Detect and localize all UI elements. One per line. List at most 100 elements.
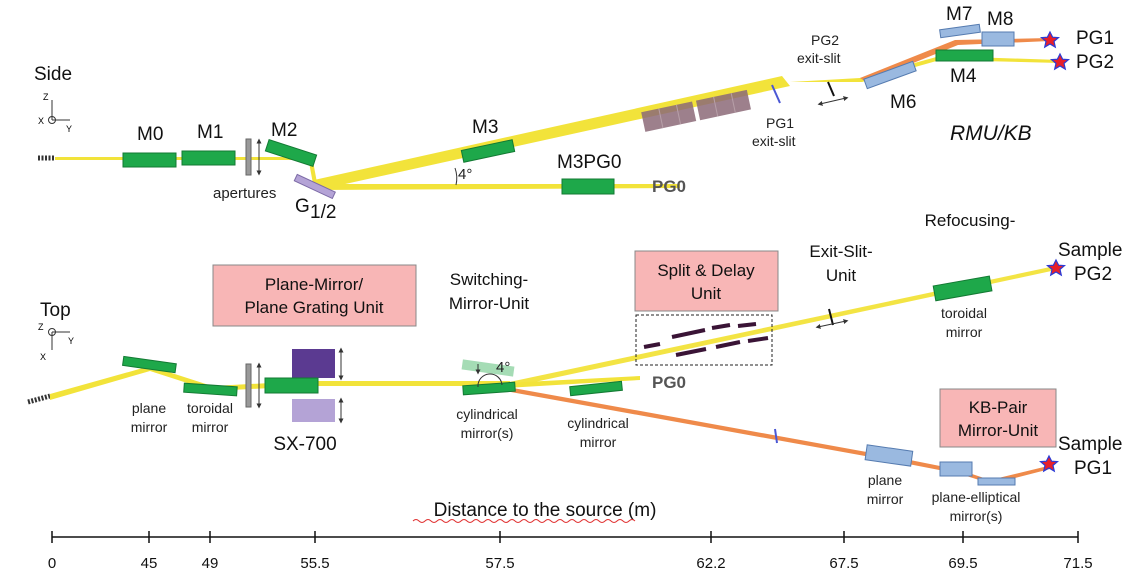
refocus-toroidal-label-1: toroidal — [941, 305, 987, 321]
pg1-exit-slit-label-1: PG1 — [766, 115, 794, 131]
angle-arc-side — [454, 167, 458, 186]
side-view-title: Side — [34, 64, 72, 85]
top-angle-label: 4° — [496, 359, 510, 376]
svg-text:Y: Y — [66, 124, 72, 134]
side-pg0-label: PG0 — [652, 177, 686, 196]
kb-plane-mirror-label-2: mirror — [867, 491, 904, 507]
kb-pair-label-1: KB-Pair — [969, 398, 1028, 417]
m8-mirror — [981, 31, 1015, 47]
refocus-toroidal-label-2: mirror — [946, 324, 983, 340]
top-plane-mirror — [121, 355, 177, 374]
side-pg1-label: PG1 — [1076, 28, 1114, 49]
m7-label: M7 — [946, 4, 972, 25]
top-beam-pg2 — [500, 266, 1056, 389]
spellcheck-underline — [412, 519, 636, 523]
axis-tick-label: 49 — [202, 555, 219, 572]
top-sample-pg1-star-icon — [1038, 454, 1060, 473]
m7-mirror — [939, 23, 981, 39]
cyl-mirrors-label-1: cylindrical — [456, 406, 517, 422]
sx700-grating-bottom — [292, 399, 335, 422]
top-cylindrical-mirror-b — [569, 380, 623, 397]
top-beam-pg0 — [505, 376, 640, 388]
svg-text:X: X — [38, 116, 44, 126]
split-delay-box — [634, 250, 779, 312]
kb-plane-mirror — [864, 444, 914, 467]
toroidal-mirror-label-2: mirror — [192, 419, 229, 435]
side-pg2-label: PG2 — [1076, 52, 1114, 73]
top-refocus-toroidal-mirror — [932, 275, 993, 302]
svg-text:Y: Y — [68, 336, 74, 346]
plane-mirror-label-1: plane — [132, 400, 166, 416]
svg-text:Z: Z — [43, 92, 49, 102]
side-split-delay-modules — [641, 89, 751, 132]
m3pg0-label: M3PG0 — [557, 152, 621, 173]
side-pg2-star-icon — [1049, 52, 1071, 71]
side-view: Side Z X Y — [34, 4, 1114, 223]
svg-text:X: X — [40, 352, 46, 362]
m0-mirror — [122, 152, 177, 168]
axis-tick-label: 57.5 — [485, 555, 514, 572]
split-delay-mirrors — [643, 322, 769, 357]
rmu-kb-label: RMU/KB — [950, 122, 1032, 145]
refocusing-label: Refocusing- — [925, 211, 1016, 230]
side-pg1-star-icon — [1039, 30, 1061, 49]
pm-pgu-label-2: Plane Grating Unit — [245, 298, 384, 317]
top-beam-pg1 — [500, 386, 1050, 484]
axis-tick-label: 67.5 — [829, 555, 858, 572]
m8-label: M8 — [987, 9, 1013, 30]
svg-text:Z: Z — [38, 322, 44, 332]
split-delay-dashed-frame — [635, 314, 773, 366]
cyl-mirror-b-label-1: cylindrical — [567, 415, 628, 431]
kb-plane-mirror-label-1: plane — [868, 472, 902, 488]
switching-label-2: Mirror-Unit — [449, 294, 530, 313]
m6-label: M6 — [890, 92, 916, 113]
axis-tick-label: 69.5 — [948, 555, 977, 572]
side-aperture — [245, 138, 252, 176]
apertures-label: apertures — [213, 185, 276, 202]
switching-label-1: Switching- — [450, 270, 528, 289]
axis-title: Distance to the source (m) — [434, 500, 657, 521]
axis-tick-label: 71.5 — [1063, 555, 1092, 572]
pm-pgu-label-1: Plane-Mirror/ — [265, 275, 364, 294]
top-pg0-label: PG0 — [652, 373, 686, 392]
plane-mirror-label-2: mirror — [131, 419, 168, 435]
cyl-mirror-b-label-2: mirror — [580, 434, 617, 450]
sample-pg2-label-2: PG2 — [1074, 264, 1112, 285]
m3pg0-mirror — [561, 178, 615, 195]
sample-pg1-label-1: Sample — [1058, 434, 1122, 455]
sample-pg2-label-1: Sample — [1058, 240, 1122, 261]
top-view: Top Z Y X Plane-Mirror/ Plane Grating Un… — [27, 211, 1122, 524]
switch-cylindrical-mirror — [462, 381, 516, 396]
m0-label: M0 — [137, 124, 163, 145]
axis-tick-label: 45 — [141, 555, 158, 572]
kb-pe-mirror-2 — [977, 477, 1016, 486]
kb-pe-mirror-label-1: plane-elliptical — [932, 489, 1021, 505]
toroidal-mirror-label-1: toroidal — [187, 400, 233, 416]
cyl-mirrors-label-2: mirror(s) — [461, 425, 514, 441]
pg2-exit-slit-mark — [827, 81, 835, 97]
exit-slit-unit-label-2: Unit — [826, 266, 857, 285]
axis-tick-label: 0 — [48, 555, 56, 572]
sx700-mirror — [264, 377, 319, 394]
pg2-exit-slit-label-1: PG2 — [811, 32, 839, 48]
kb-pair-label-2: Mirror-Unit — [958, 421, 1039, 440]
side-beam-pg0 — [318, 184, 680, 190]
side-angle-label: 4° — [458, 166, 472, 183]
m3-label: M3 — [472, 117, 498, 138]
axis-tick-label: 62.2 — [696, 555, 725, 572]
m4-mirror — [935, 49, 994, 62]
sx700-label: SX-700 — [273, 434, 336, 455]
m2-label: M2 — [271, 120, 297, 141]
m4-label: M4 — [950, 66, 977, 87]
top-view-title: Top — [40, 300, 71, 321]
m6-mirror — [863, 60, 917, 90]
top-aperture — [245, 363, 252, 408]
top-axes-icon: Z Y X — [38, 322, 74, 362]
m1-mirror — [181, 150, 236, 166]
grating-sub-label: 1/2 — [310, 202, 336, 223]
pm-pgu-box — [212, 264, 417, 327]
top-pg1-exit-slit — [774, 428, 778, 444]
